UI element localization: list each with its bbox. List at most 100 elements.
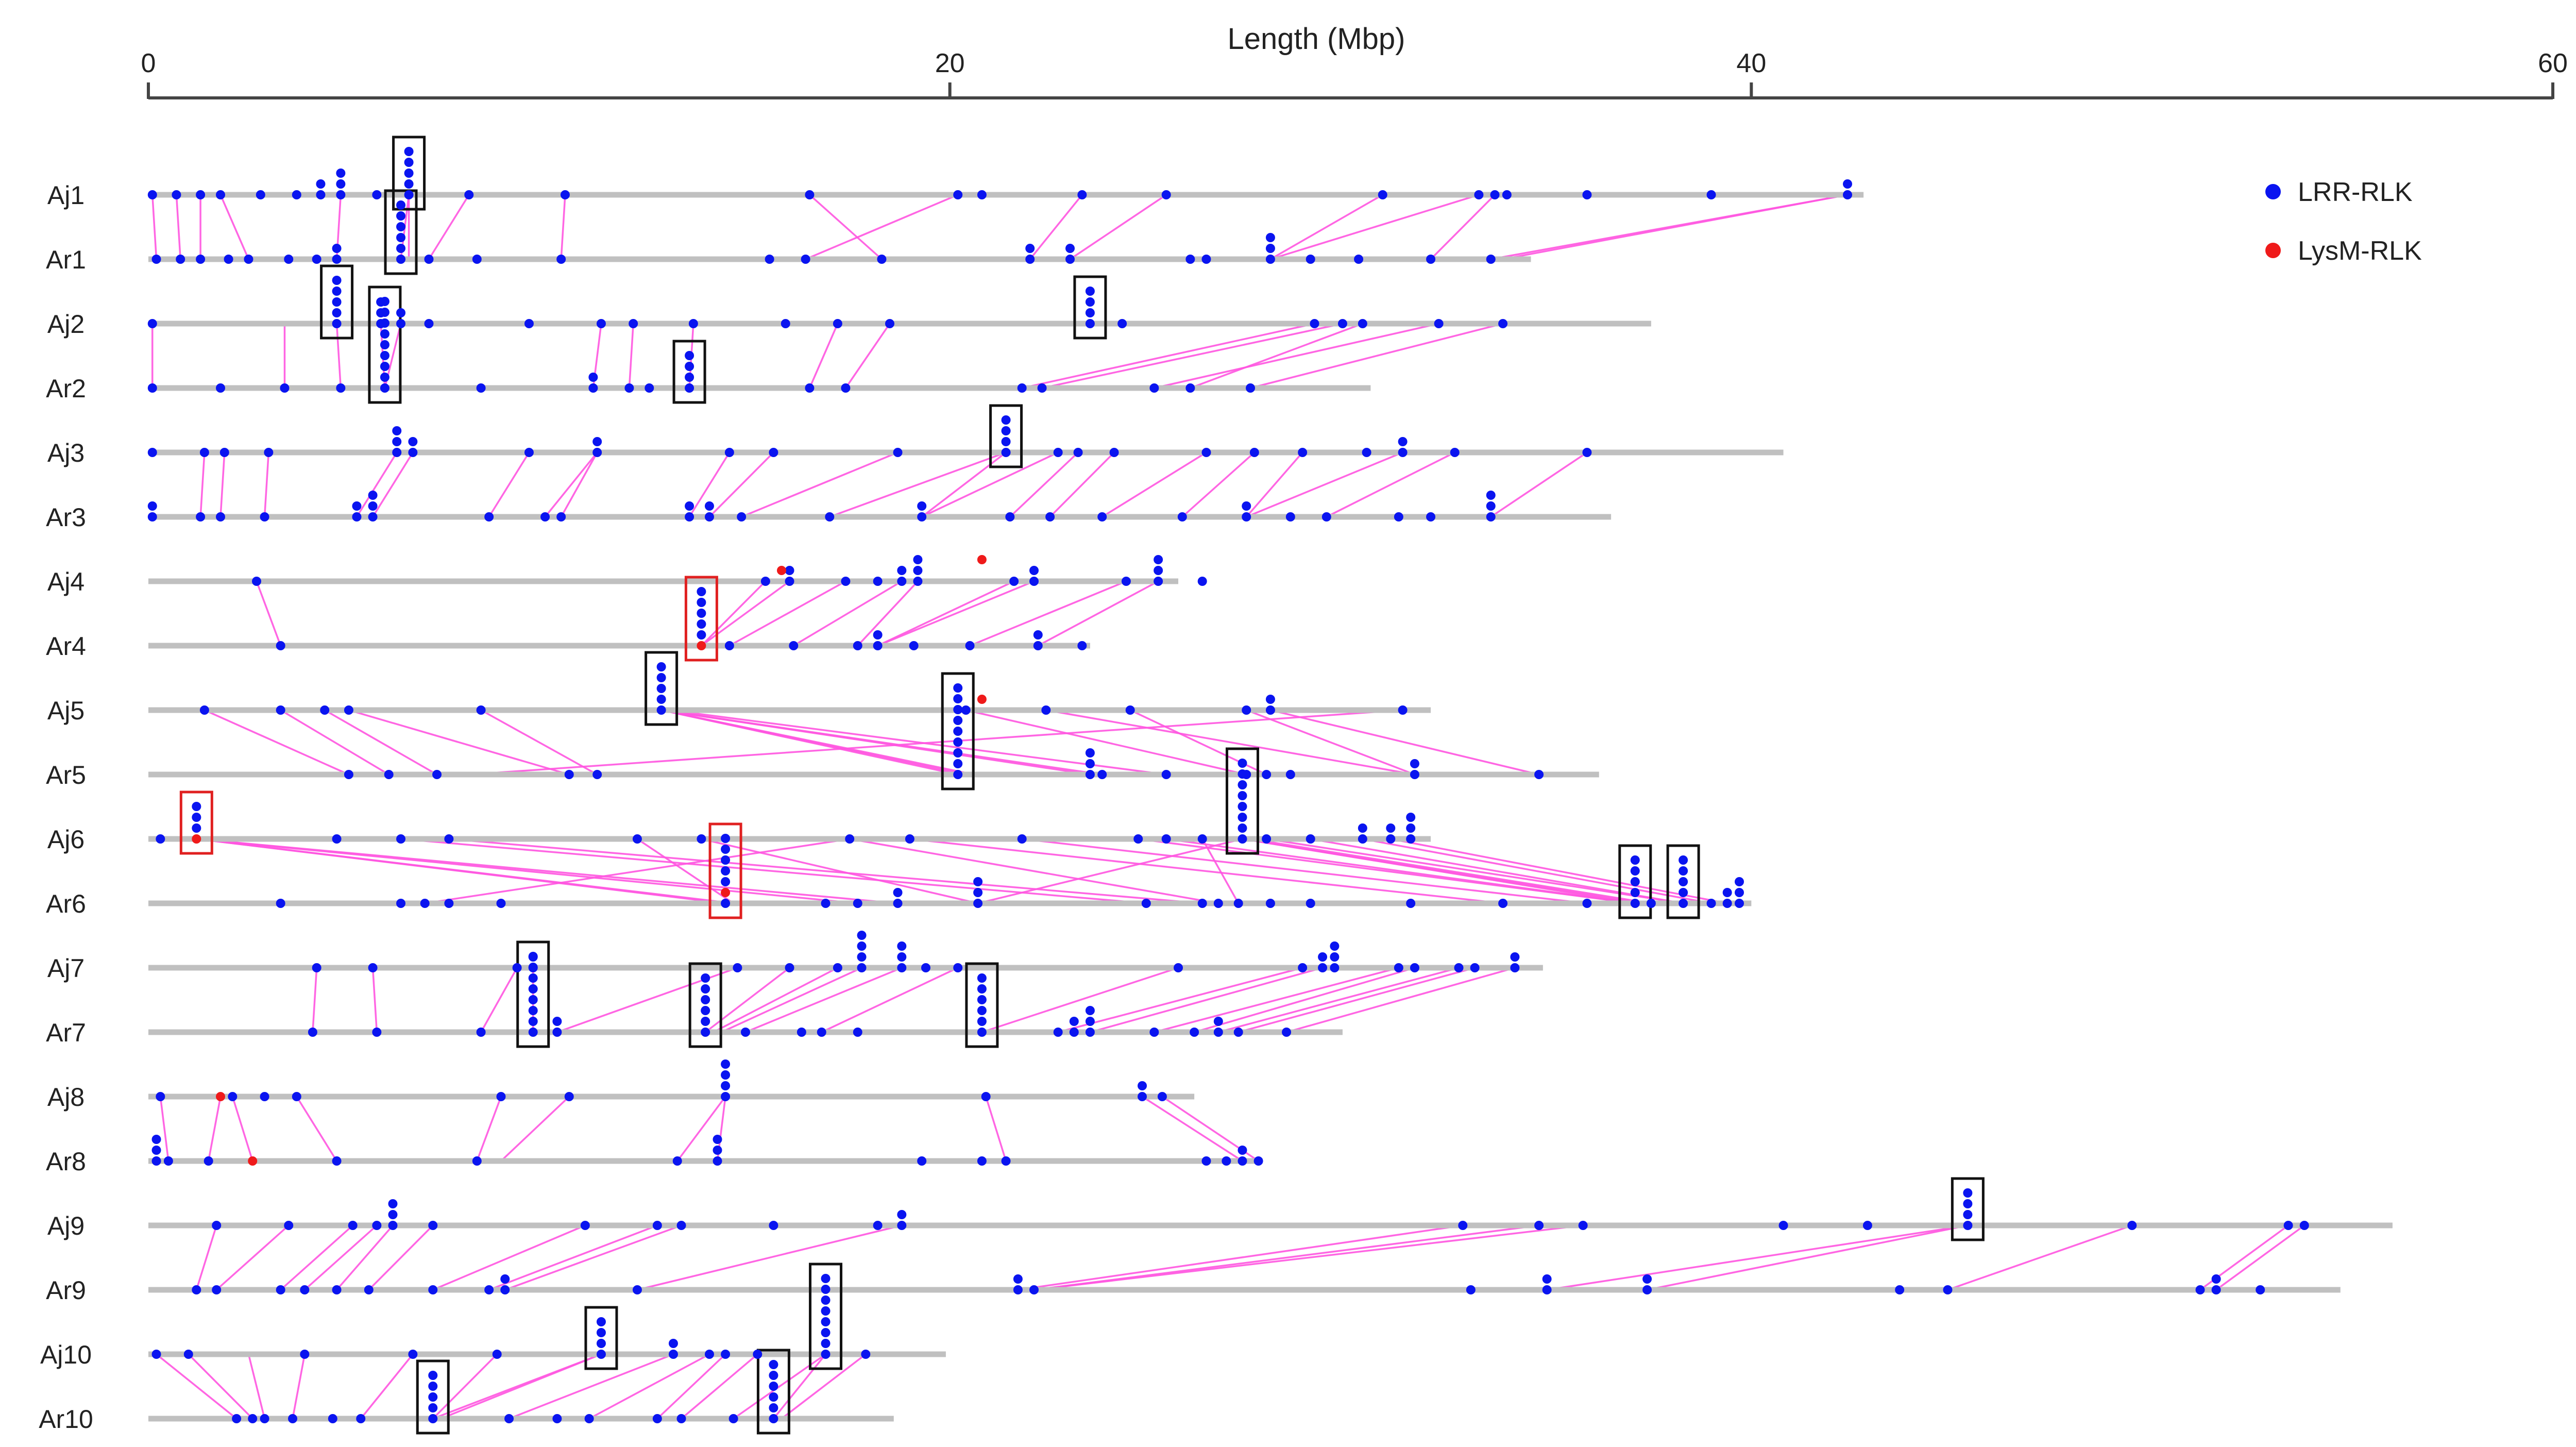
lrr-rlk-gene bbox=[821, 1295, 831, 1305]
lrr-rlk-gene bbox=[1065, 255, 1075, 264]
lrr-rlk-gene bbox=[1679, 888, 1688, 897]
lrr-rlk-gene bbox=[332, 276, 342, 285]
lrr-rlk-gene bbox=[632, 1285, 642, 1294]
lrr-rlk-gene bbox=[965, 641, 975, 650]
lrr-rlk-gene bbox=[1001, 415, 1011, 425]
lrr-rlk-gene bbox=[721, 866, 731, 876]
lrr-rlk-gene bbox=[821, 1285, 831, 1294]
lrr-rlk-gene bbox=[857, 963, 867, 972]
lrr-rlk-gene bbox=[697, 609, 706, 618]
lrr-rlk-gene bbox=[1862, 1221, 1872, 1230]
lrr-rlk-gene bbox=[977, 1028, 987, 1037]
lrr-rlk-gene bbox=[1265, 244, 1275, 253]
lrr-rlk-gene bbox=[885, 319, 894, 328]
lrr-rlk-gene bbox=[219, 448, 229, 457]
lrr-rlk-gene bbox=[873, 630, 883, 640]
lrr-rlk-gene bbox=[893, 899, 903, 908]
lrr-rlk-gene bbox=[713, 1135, 722, 1144]
lrr-rlk-gene bbox=[1406, 834, 1416, 844]
synteny-link bbox=[969, 580, 1127, 647]
lrr-rlk-gene bbox=[753, 1350, 762, 1359]
lrr-rlk-gene bbox=[721, 834, 731, 843]
chromosome-label: Ar9 bbox=[46, 1276, 86, 1305]
lrr-rlk-gene bbox=[913, 577, 923, 586]
lrr-rlk-gene bbox=[372, 1028, 382, 1037]
tandem-cluster-box bbox=[516, 940, 550, 1048]
synteny-link bbox=[425, 838, 850, 904]
lrr-rlk-gene bbox=[781, 319, 790, 328]
lrr-rlk-gene bbox=[697, 630, 706, 640]
lrr-rlk-gene bbox=[1358, 319, 1367, 328]
synteny-links bbox=[151, 194, 2305, 1420]
tandem-cluster-box bbox=[320, 264, 354, 340]
lrr-rlk-gene bbox=[1630, 888, 1640, 897]
chromosome-label: Aj3 bbox=[47, 439, 84, 467]
lrr-rlk-gene bbox=[697, 587, 706, 596]
synteny-link bbox=[544, 451, 598, 518]
synteny-link bbox=[196, 838, 898, 904]
lrr-rlk-gene bbox=[656, 684, 666, 693]
tandem-cluster-box bbox=[416, 1359, 450, 1435]
lrr-rlk-gene bbox=[701, 1017, 710, 1026]
synteny-link bbox=[781, 1353, 867, 1420]
lrr-rlk-gene bbox=[1238, 1156, 1247, 1166]
lrr-rlk-gene bbox=[769, 448, 778, 457]
lrr-rlk-gene bbox=[1434, 319, 1444, 328]
lrr-rlk-gene bbox=[1706, 190, 1716, 199]
synteny-link bbox=[1142, 1096, 1243, 1162]
lrr-rlk-gene bbox=[1233, 899, 1243, 908]
lrr-rlk-gene bbox=[404, 158, 414, 167]
lrr-rlk-gene bbox=[953, 963, 963, 972]
synteny-link bbox=[1037, 580, 1159, 647]
lrr-rlk-gene bbox=[1238, 780, 1247, 789]
lrr-rlk-gene bbox=[163, 1156, 173, 1166]
lysm-cluster-box bbox=[708, 822, 742, 919]
lrr-rlk-gene bbox=[1394, 963, 1403, 972]
lrr-rlk-gene bbox=[701, 973, 710, 983]
lrr-rlk-gene bbox=[1642, 1285, 1652, 1294]
lrr-rlk-gene bbox=[1542, 1285, 1552, 1294]
lrr-rlk-gene bbox=[821, 1306, 831, 1316]
lrr-rlk-gene bbox=[817, 1028, 826, 1037]
lrr-rlk-gene bbox=[1033, 630, 1043, 640]
lrr-rlk-gene bbox=[216, 512, 226, 521]
lrr-rlk-gene bbox=[672, 1156, 682, 1166]
lrr-rlk-gene bbox=[1238, 759, 1247, 768]
synteny-link bbox=[857, 580, 919, 647]
lrr-rlk-gene bbox=[332, 287, 342, 296]
synteny-link bbox=[488, 1224, 658, 1291]
lysm-rlk-gene bbox=[977, 695, 987, 704]
lrr-rlk-gene bbox=[524, 319, 534, 328]
lrr-rlk-gene bbox=[216, 190, 226, 199]
lrr-rlk-gene bbox=[396, 222, 406, 231]
lrr-rlk-gene bbox=[697, 834, 706, 844]
synteny-link bbox=[636, 838, 734, 904]
lrr-rlk-gene bbox=[652, 1221, 662, 1230]
synteny-link bbox=[440, 1353, 602, 1420]
lrr-rlk-gene bbox=[380, 318, 389, 328]
lrr-rlk-gene bbox=[1025, 255, 1035, 264]
synteny-link bbox=[280, 709, 389, 776]
lrr-rlk-gene bbox=[1582, 448, 1592, 457]
lrr-rlk-gene bbox=[288, 1414, 298, 1423]
lrr-rlk-gene bbox=[1201, 1156, 1211, 1166]
synteny-link bbox=[1250, 323, 1503, 389]
lrr-rlk-gene bbox=[1642, 1274, 1652, 1284]
tandem-cluster-box bbox=[384, 189, 418, 275]
lrr-rlk-gene bbox=[1394, 512, 1403, 521]
lrr-rlk-gene bbox=[388, 1221, 398, 1230]
lrr-rlk-gene bbox=[1149, 1028, 1159, 1037]
lrr-rlk-gene bbox=[392, 426, 402, 435]
chromosome-labels: Aj1Ar1Aj2Ar2Aj3Ar3Aj4Ar4Aj5Ar5Aj6Ar6Aj7A… bbox=[39, 181, 93, 1434]
synteny-link bbox=[1201, 838, 1240, 904]
lrr-rlk-gene bbox=[1502, 190, 1512, 199]
lysm-rlk-gene bbox=[192, 834, 201, 844]
synteny-link bbox=[504, 1224, 682, 1291]
lrr-rlk-gene bbox=[428, 1403, 438, 1412]
synteny-link bbox=[1947, 1224, 2132, 1291]
lrr-rlk-gene bbox=[1285, 512, 1295, 521]
lrr-rlk-gene bbox=[1085, 759, 1095, 768]
lrr-rlk-gene bbox=[721, 1081, 731, 1090]
lrr-rlk-gene bbox=[404, 179, 414, 189]
synteny-link bbox=[368, 1224, 434, 1291]
